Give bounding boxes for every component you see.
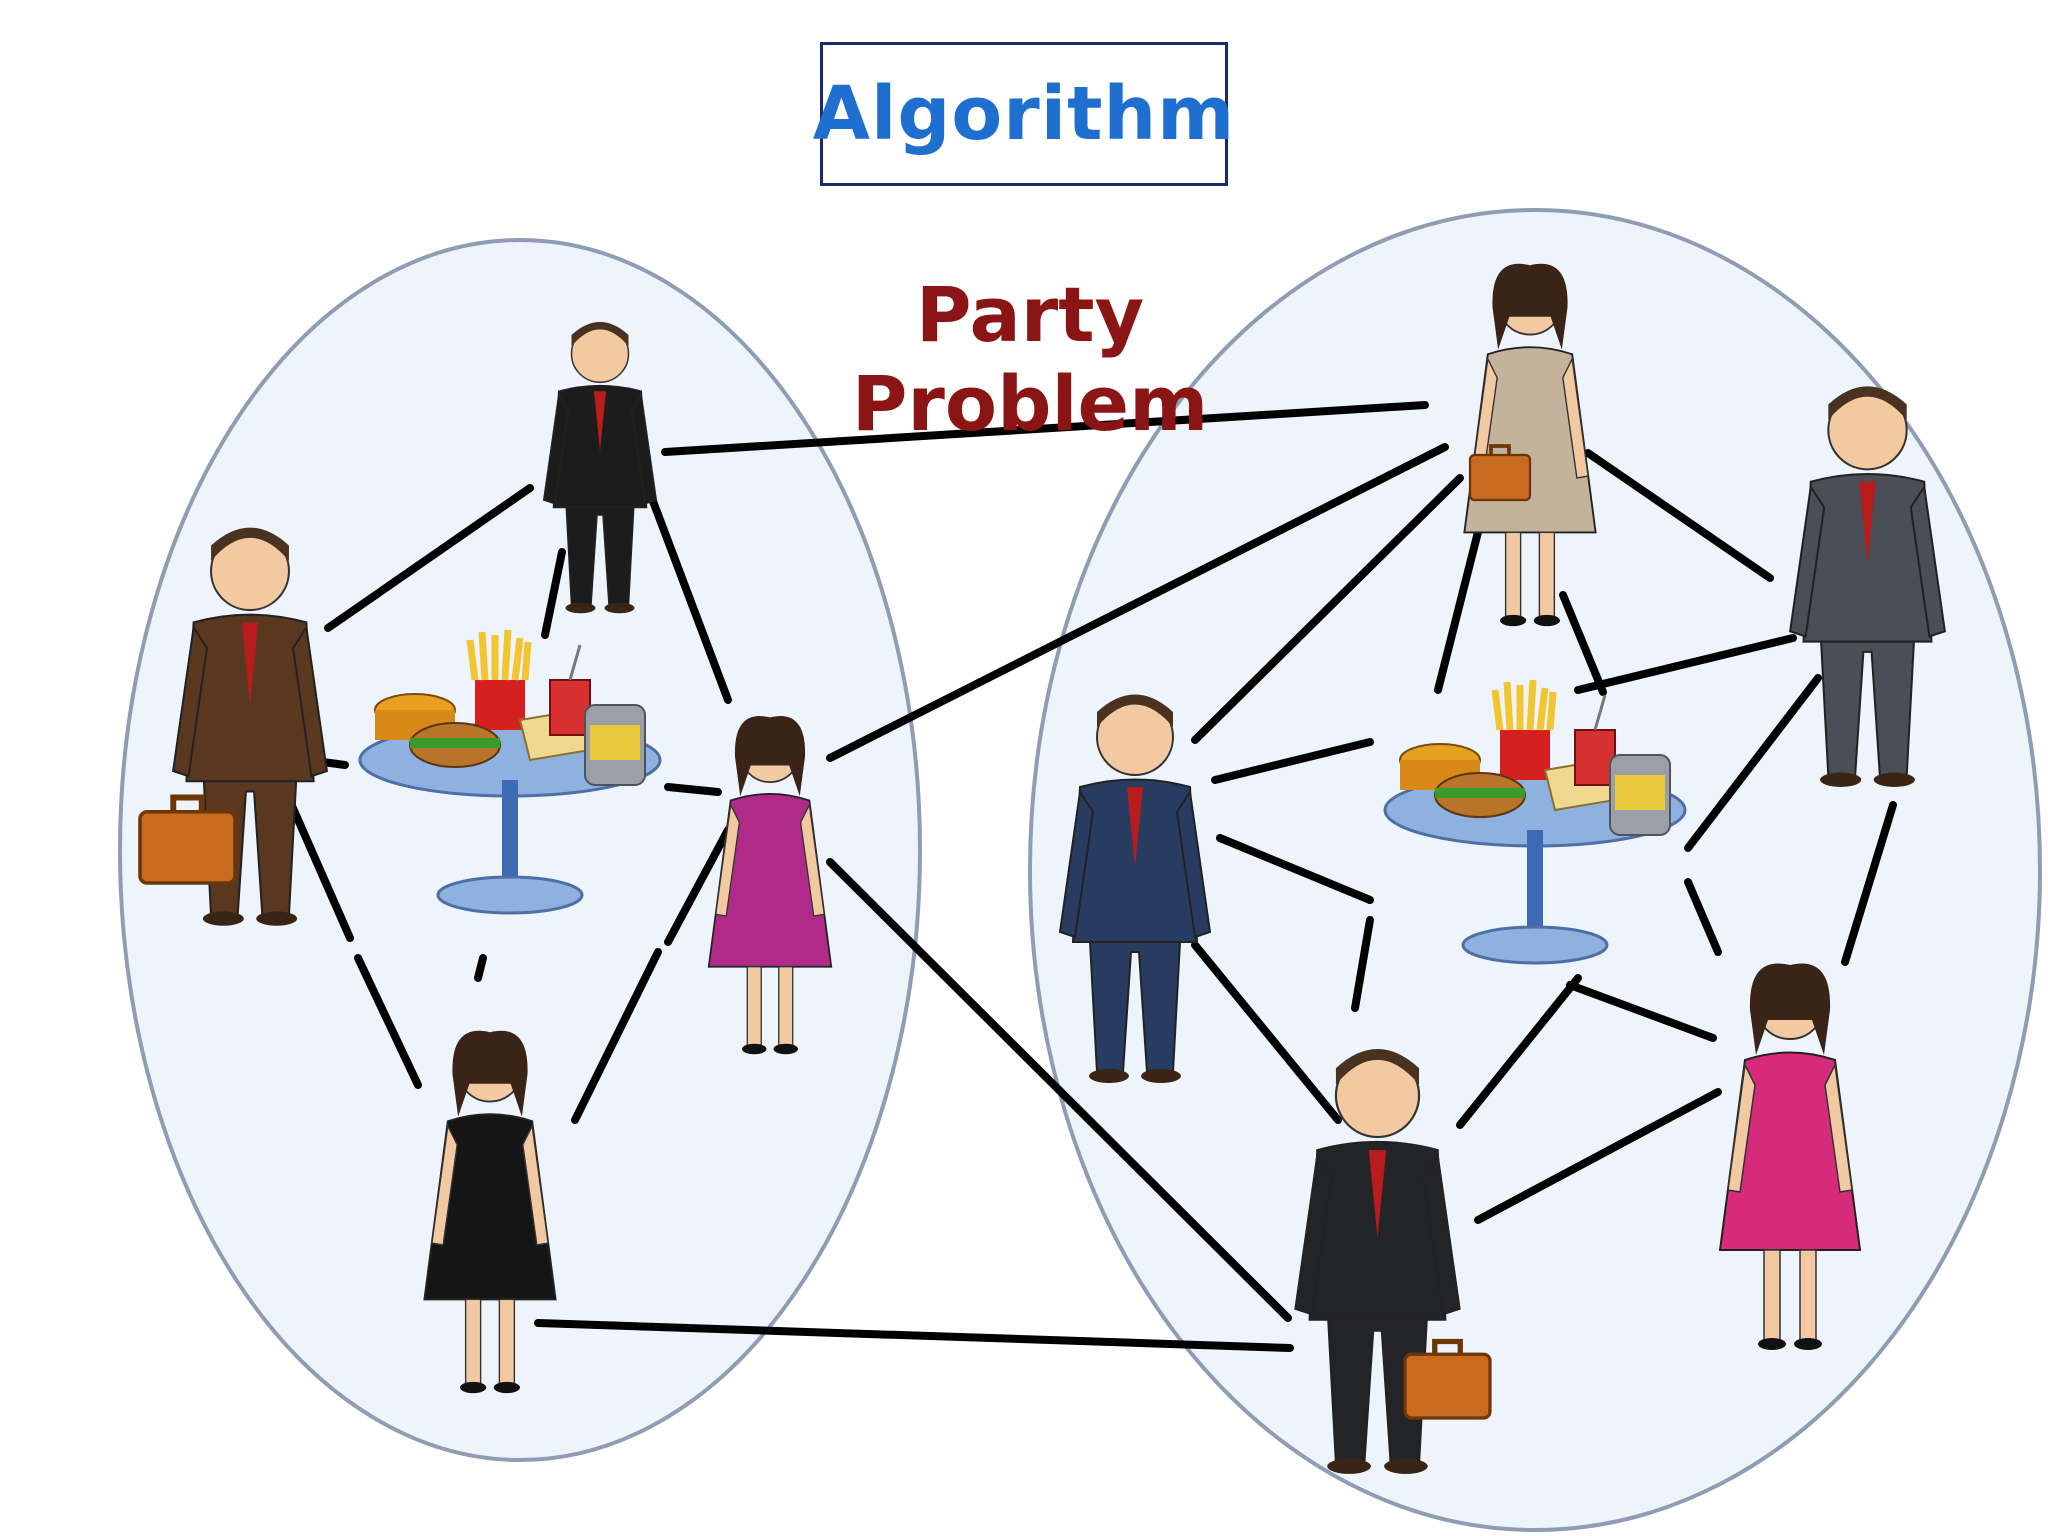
edge <box>641 476 732 704</box>
briefcase-icon-left <box>140 798 235 884</box>
edge <box>664 826 732 946</box>
edge <box>1559 591 1607 696</box>
edge <box>324 484 534 632</box>
briefcase-icon-right <box>1405 1342 1490 1419</box>
edge <box>1684 674 1822 852</box>
edge <box>1191 941 1342 1124</box>
briefcase-icon-beige-woman <box>1468 444 1532 502</box>
edge <box>534 1319 1294 1352</box>
diagram-title: Algorithm <box>812 71 1236 157</box>
edge <box>1434 528 1482 694</box>
edge <box>1474 1088 1722 1224</box>
edge <box>1191 474 1464 744</box>
edge <box>1216 834 1374 904</box>
edge <box>1566 981 1717 1042</box>
left-group-ellipse <box>118 238 922 1462</box>
edge <box>1574 634 1797 694</box>
edge <box>474 954 487 982</box>
edge <box>1211 738 1374 784</box>
edge <box>571 948 662 1124</box>
edge <box>661 401 1429 456</box>
edge <box>1584 449 1774 582</box>
edge <box>664 783 722 796</box>
edge <box>281 786 354 942</box>
edge <box>826 858 1292 1322</box>
edge <box>354 954 422 1089</box>
edge <box>1351 916 1374 1012</box>
edge <box>1684 878 1722 956</box>
edge <box>1456 974 1582 1129</box>
edge <box>541 548 566 639</box>
edge <box>1841 801 1897 966</box>
diagram-subtitle: Party Problem <box>851 270 1209 448</box>
title-box: Algorithm <box>813 42 1234 186</box>
edge <box>826 443 1449 762</box>
connection-edges <box>281 401 1897 1352</box>
